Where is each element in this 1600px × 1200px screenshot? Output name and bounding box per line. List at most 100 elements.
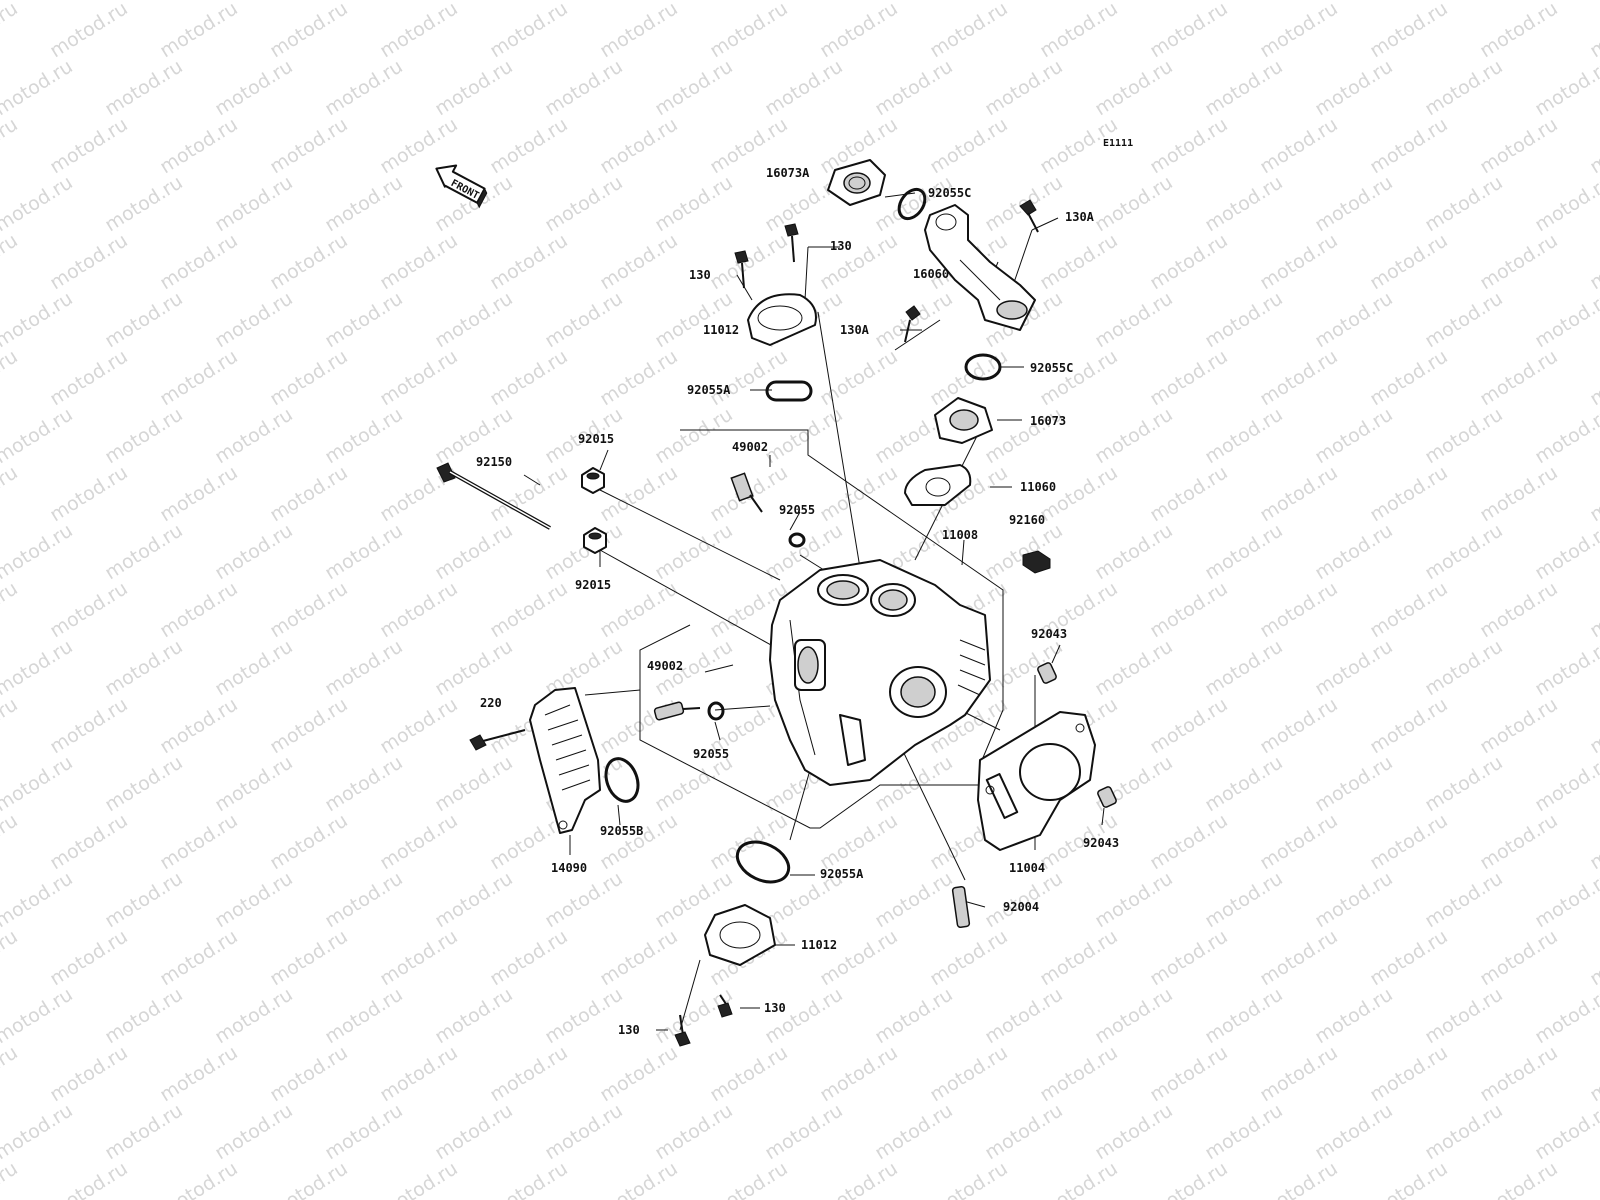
watermark-text: motod.ru <box>1146 461 1232 526</box>
cover-14090 <box>529 687 601 834</box>
watermark-text: motod.ru <box>816 1041 902 1106</box>
label-16060: 16060 <box>913 267 949 281</box>
watermark-text: motod.ru <box>1476 461 1562 526</box>
watermark-text: motod.ru <box>321 171 407 236</box>
watermark-text: motod.ru <box>1146 693 1232 758</box>
label-16073A: 16073A <box>766 166 810 180</box>
label-49002-bottom: 49002 <box>647 659 683 673</box>
watermark-text: motod.ru <box>0 751 77 816</box>
o-ring-92055-bottom <box>707 701 725 721</box>
watermark-text: motod.ru <box>211 403 297 468</box>
watermark-text: motod.ru <box>266 1157 352 1200</box>
watermark-text: motod.ru <box>1366 0 1452 62</box>
label-11012-top: 11012 <box>703 323 739 337</box>
label-49002-top: 49002 <box>732 440 768 454</box>
watermark-text: motod.ru <box>1146 577 1232 642</box>
watermark-text: motod.ru <box>321 287 407 352</box>
watermark-text: motod.ru <box>1586 577 1600 642</box>
watermark-text: motod.ru <box>1531 751 1600 816</box>
watermark-text: motod.ru <box>1531 55 1600 120</box>
watermark-text: motod.ru <box>1531 171 1600 236</box>
watermark-text: motod.ru <box>1146 925 1232 990</box>
label-92055B: 92055B <box>600 824 643 838</box>
watermark-text: motod.ru <box>1586 809 1600 874</box>
label-11012-bottom: 11012 <box>801 938 837 952</box>
bolt-130-b <box>734 250 749 289</box>
watermark-text: motod.ru <box>816 229 902 294</box>
watermark-text: motod.ru <box>0 461 22 526</box>
cap-11012-top <box>747 293 817 346</box>
watermark-text: motod.ru <box>1531 403 1600 468</box>
watermark-text: motod.ru <box>431 983 517 1048</box>
watermark-text: motod.ru <box>596 1041 682 1106</box>
watermark-text: motod.ru <box>211 55 297 120</box>
watermark-text: motod.ru <box>156 113 242 178</box>
watermark-text: motod.ru <box>0 693 22 758</box>
watermark-text: motod.ru <box>1201 519 1287 584</box>
label-130-d: 130 <box>618 1023 640 1037</box>
watermark-text: motod.ru <box>321 403 407 468</box>
watermark-text: motod.ru <box>431 287 517 352</box>
watermark-text: motod.ru <box>1201 751 1287 816</box>
watermark-text: motod.ru <box>321 751 407 816</box>
watermark-text: motod.ru <box>926 345 1012 410</box>
watermark-text: motod.ru <box>1256 461 1342 526</box>
insulator-16073 <box>934 397 993 444</box>
watermark-text: motod.ru <box>376 809 462 874</box>
watermark-text: motod.ru <box>761 1099 847 1164</box>
o-ring-92055C-mid <box>964 353 1002 381</box>
watermark-text: motod.ru <box>266 693 352 758</box>
label-92004: 92004 <box>1003 900 1039 914</box>
watermark-text: motod.ru <box>1366 693 1452 758</box>
watermark-text: motod.ru <box>1421 403 1507 468</box>
watermark-text: motod.ru <box>871 287 957 352</box>
watermark-text: motod.ru <box>486 229 572 294</box>
watermark-text: motod.ru <box>871 983 957 1048</box>
watermark-text: motod.ru <box>376 229 462 294</box>
watermark-text: motod.ru <box>1421 1099 1507 1164</box>
watermark-text: motod.ru <box>156 461 242 526</box>
watermark-text: motod.ru <box>596 1157 682 1200</box>
watermark-text: motod.ru <box>1586 345 1600 410</box>
watermark-text: motod.ru <box>266 113 352 178</box>
watermark-text: motod.ru <box>321 983 407 1048</box>
watermark-text: motod.ru <box>46 0 132 62</box>
watermark-text: motod.ru <box>211 635 297 700</box>
head-gasket-11004 <box>977 711 1096 851</box>
watermark-text: motod.ru <box>1036 925 1122 990</box>
watermark-text: motod.ru <box>211 867 297 932</box>
watermark-text: motod.ru <box>101 1099 187 1164</box>
watermark-text: motod.ru <box>101 751 187 816</box>
watermark-text: motod.ru <box>981 55 1067 120</box>
stud-bolt-92150 <box>436 462 551 530</box>
watermark-text: motod.ru <box>1256 113 1342 178</box>
label-130A-mid: 130A <box>840 323 870 337</box>
watermark-text: motod.ru <box>981 635 1067 700</box>
watermark-text: motod.ru <box>1531 635 1600 700</box>
watermark-text: motod.ru <box>431 635 517 700</box>
watermark-text: motod.ru <box>596 345 682 410</box>
watermark-text: motod.ru <box>266 1041 352 1106</box>
watermark-text: motod.ru <box>1586 1157 1600 1200</box>
watermark-text: motod.ru <box>1201 403 1287 468</box>
bolt-130A-mid <box>904 305 921 343</box>
watermark-text: motod.ru <box>1091 171 1177 236</box>
watermark-text: motod.ru <box>0 1157 22 1200</box>
watermark-text: motod.ru <box>101 403 187 468</box>
watermark-text: motod.ru <box>1201 983 1287 1048</box>
watermark-text: motod.ru <box>0 519 77 584</box>
watermark-text: motod.ru <box>156 229 242 294</box>
watermark-text: motod.ru <box>156 1041 242 1106</box>
watermark-text: motod.ru <box>1366 1157 1452 1200</box>
watermark-text: motod.ru <box>1256 925 1342 990</box>
watermark-text: motod.ru <box>1036 229 1122 294</box>
stud-92004 <box>951 885 971 929</box>
watermark-text: motod.ru <box>1476 809 1562 874</box>
watermark-text: motod.ru <box>596 693 682 758</box>
watermark-text: motod.ru <box>651 403 737 468</box>
watermark-text: motod.ru <box>1366 1041 1452 1106</box>
watermark-text: motod.ru <box>376 925 462 990</box>
watermark-text: motod.ru <box>376 1041 462 1106</box>
watermark-text: motod.ru <box>706 229 792 294</box>
